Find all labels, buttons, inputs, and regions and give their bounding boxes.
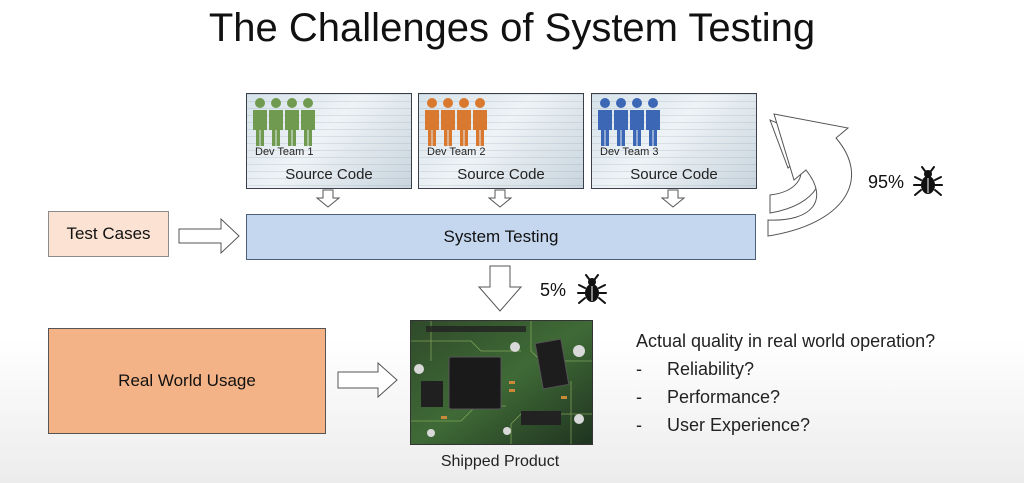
people-icon (425, 98, 487, 146)
down-arrow-icon (477, 265, 523, 312)
caught-bug-rate: 95% (868, 172, 905, 192)
team-label: Dev Team 2 (427, 146, 486, 158)
dev-team-2-box: Dev Team 2 Source Code (418, 93, 584, 189)
dev-team-1-box: Dev Team 1 Source Code (246, 93, 412, 189)
right-arrow-icon (178, 217, 240, 255)
quality-item-reliability: Reliability? (667, 359, 755, 379)
bullet-dash: - (636, 387, 642, 407)
quality-questions: Actual quality in real world operation? … (636, 327, 935, 439)
down-arrow-icon (660, 189, 686, 208)
bug-icon (913, 166, 943, 196)
escaped-bug-rate: 5% (540, 280, 567, 300)
team-label: Dev Team 1 (255, 146, 314, 158)
test-cases-box: Test Cases (48, 211, 169, 257)
team-label: Dev Team 3 (600, 146, 659, 158)
list-item: - User Experience? (636, 411, 935, 439)
shipped-product-caption: Shipped Product (440, 453, 560, 470)
people-icon (253, 98, 315, 146)
slide-title: The Challenges of System Testing (208, 6, 816, 50)
person-icon (598, 98, 660, 146)
person-icon (253, 98, 315, 146)
source-code-label: Source Code (457, 166, 545, 183)
down-arrow-icon (487, 189, 513, 208)
source-code-label: Source Code (285, 166, 373, 183)
quality-item-user-experience: User Experience? (667, 415, 811, 435)
system-testing-box: System Testing (246, 214, 756, 260)
bug-icon (577, 274, 607, 304)
right-arrow-icon (337, 361, 398, 399)
person-icon (425, 98, 487, 146)
dev-team-3-box: Dev Team 3 Source Code (591, 93, 757, 189)
list-item: - Reliability? (636, 355, 935, 383)
source-code-label: Source Code (630, 166, 718, 183)
real-world-usage-box: Real World Usage (48, 328, 326, 434)
list-item: - Performance? (636, 383, 935, 411)
bullet-dash: - (636, 415, 642, 435)
people-icon (598, 98, 660, 146)
quality-item-performance: Performance? (667, 387, 781, 407)
bullet-dash: - (636, 359, 642, 379)
circuit-board-image (410, 320, 593, 445)
circuit-board-icon (411, 321, 592, 444)
down-arrow-icon (315, 189, 341, 208)
quality-question: Actual quality in real world operation? (636, 331, 936, 351)
